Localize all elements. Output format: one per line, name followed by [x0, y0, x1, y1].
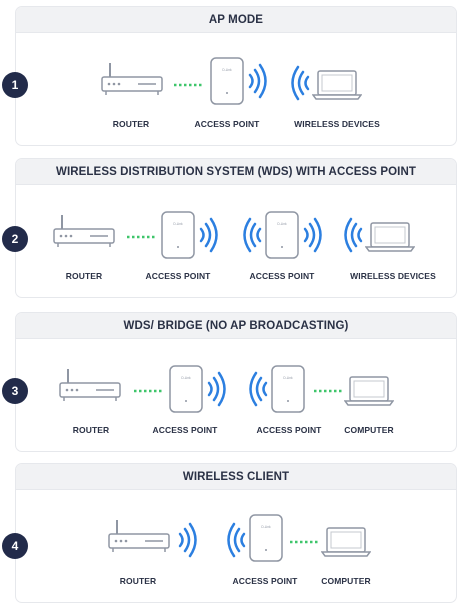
svg-text:D-Link: D-Link [277, 222, 287, 226]
router-icon [100, 61, 164, 101]
section-wireless-client: WIRELESS CLIENT [15, 463, 457, 603]
wifi-wave-icon [242, 217, 264, 253]
section-title: WDS/ BRIDGE (NO AP BROADCASTING) [16, 313, 456, 339]
access-point-icon: D-Link [161, 211, 195, 261]
laptop-icon [321, 526, 371, 558]
svg-text:D-Link: D-Link [222, 68, 232, 72]
wired-link [126, 235, 156, 239]
device-label: ACCESS POINT [145, 271, 211, 281]
section-title: WIRELESS CLIENT [16, 464, 456, 490]
access-point-icon: D-Link [169, 365, 203, 415]
device-label: ROUTER [65, 271, 103, 281]
step-badge: 2 [2, 226, 28, 252]
device-label: ACCESS POINT [256, 425, 322, 435]
device-label: ACCESS POINT [152, 425, 218, 435]
device-label: ROUTER [112, 119, 150, 129]
device-label: COMPUTER [344, 425, 394, 435]
wired-link [289, 540, 319, 544]
wifi-wave-icon [205, 371, 227, 407]
svg-text:D-Link: D-Link [283, 376, 293, 380]
laptop-icon [365, 221, 415, 253]
svg-text:D-Link: D-Link [173, 222, 183, 226]
section-body: D-Link ROUTER [16, 33, 456, 145]
wired-link [133, 389, 163, 393]
access-point-icon: D-Link [210, 57, 244, 107]
device-label: COMPUTER [321, 576, 371, 586]
section-wds-with-ap: WIRELESS DISTRIBUTION SYSTEM (WDS) WITH … [15, 158, 457, 298]
section-wds-bridge: WDS/ BRIDGE (NO AP BROADCASTING) D-Link [15, 312, 457, 452]
device-label: ACCESS POINT [232, 576, 298, 586]
device-label: ROUTER [119, 576, 157, 586]
section-title: AP MODE [16, 7, 456, 33]
wifi-wave-icon [176, 522, 198, 558]
wifi-wave-icon [248, 371, 270, 407]
device-label: ROUTER [72, 425, 110, 435]
router-icon [52, 213, 116, 253]
device-label: WIRELESS DEVICES [350, 271, 436, 281]
svg-text:D-Link: D-Link [181, 376, 191, 380]
section-body: D-Link ROUTER ACCESS POINT COMPUTER [16, 490, 456, 602]
access-point-icon: D-Link [271, 365, 305, 415]
device-label: WIRELESS DEVICES [294, 119, 380, 129]
wifi-wave-icon [226, 522, 248, 558]
section-title: WIRELESS DISTRIBUTION SYSTEM (WDS) WITH … [16, 159, 456, 185]
section-ap-mode: AP MODE D-Link [15, 6, 457, 146]
wifi-wave-icon [246, 63, 268, 99]
wifi-wave-icon [301, 217, 323, 253]
section-body: D-Link D-Link [16, 185, 456, 297]
router-icon [58, 367, 122, 407]
wifi-wave-icon [290, 65, 312, 101]
laptop-icon [344, 375, 394, 407]
step-badge: 1 [2, 72, 28, 98]
device-label: ACCESS POINT [194, 119, 260, 129]
step-badge: 3 [2, 378, 28, 404]
laptop-icon [312, 69, 362, 101]
wifi-wave-icon [343, 217, 365, 253]
wired-link [313, 389, 343, 393]
section-body: D-Link D-Link [16, 339, 456, 451]
svg-text:D-Link: D-Link [261, 525, 271, 529]
access-point-icon: D-Link [249, 514, 283, 564]
step-badge: 4 [2, 533, 28, 559]
wired-link [173, 83, 203, 87]
access-point-icon: D-Link [265, 211, 299, 261]
device-label: ACCESS POINT [249, 271, 315, 281]
wifi-wave-icon [197, 217, 219, 253]
router-icon [107, 518, 171, 558]
